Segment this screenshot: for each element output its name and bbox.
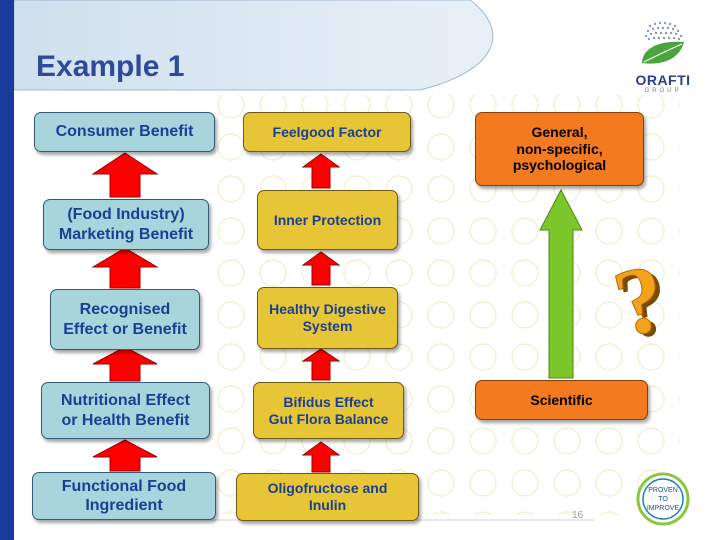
orafti-logo: [642, 21, 684, 64]
consumer-benefit-label: Consumer Benefit: [55, 123, 194, 141]
healthy-digestive-system-label: Healthy Digestive System: [269, 301, 386, 334]
scientific-label: Scientific: [530, 391, 593, 408]
badge-line-1: PROVEN: [648, 487, 678, 494]
question-mark-icon: ? ?: [610, 248, 681, 348]
oligofructose-inulin-box: Oligofructose and Inulin: [236, 473, 419, 521]
recognised-effect-label: Recognised Effect or Benefit: [63, 301, 187, 338]
badge-line-3: IMPROVE: [647, 505, 680, 512]
nutritional-effect-box: Nutritional Effect or Health Benefit: [41, 382, 210, 439]
orafti-wordmark: ORAFTI: [635, 72, 691, 88]
red-arrow-left-3: [92, 346, 158, 382]
red-arrow-left-1: [91, 152, 159, 198]
inner-protection-box: Inner Protection: [257, 190, 398, 250]
general-psychological-box: General, non-specific, psychological: [475, 112, 644, 186]
red-arrow-mid-3: [301, 348, 341, 381]
bifidus-effect-label: Bifidus Effect Gut Flora Balance: [268, 393, 389, 427]
orafti-group-label: GROUP: [644, 88, 682, 94]
general-psychological-label: General, non-specific, psychological: [512, 123, 607, 174]
bifidus-effect-box: Bifidus Effect Gut Flora Balance: [253, 382, 404, 439]
badge-line-2: TO: [658, 496, 668, 503]
proven-to-improve-badge: PROVEN TO IMPROVE: [636, 472, 690, 526]
red-arrow-mid-4: [301, 441, 341, 473]
inner-protection-label: Inner Protection: [273, 211, 382, 228]
red-arrow-mid-2: [301, 251, 341, 286]
feelgood-factor-box: Feelgood Factor: [243, 112, 411, 152]
slide-title: Example 1: [36, 50, 185, 83]
functional-food-ingredient-label: Functional Food Ingredient: [61, 477, 187, 514]
oligofructose-inulin-label: Oligofructose and Inulin: [267, 480, 388, 513]
functional-food-ingredient-box: Functional Food Ingredient: [32, 472, 216, 520]
red-arrow-left-4: [92, 439, 158, 472]
consumer-benefit-box: Consumer Benefit: [34, 112, 215, 152]
red-arrow-mid-1: [301, 153, 341, 189]
nutritional-effect-label: Nutritional Effect or Health Benefit: [61, 392, 190, 429]
page-number: 16: [572, 510, 584, 521]
red-arrow-left-2: [91, 247, 159, 289]
feelgood-factor-label: Feelgood Factor: [272, 123, 382, 140]
healthy-digestive-system-box: Healthy Digestive System: [257, 287, 398, 349]
left-accent-bar: [0, 0, 14, 540]
green-arrow-up: [539, 188, 583, 379]
marketing-benefit-box: (Food Industry) Marketing Benefit: [43, 199, 209, 250]
marketing-benefit-label: (Food Industry) Marketing Benefit: [58, 206, 194, 243]
recognised-effect-box: Recognised Effect or Benefit: [50, 289, 200, 350]
scientific-box: Scientific: [475, 380, 648, 420]
header-swoosh: [13, 0, 494, 91]
